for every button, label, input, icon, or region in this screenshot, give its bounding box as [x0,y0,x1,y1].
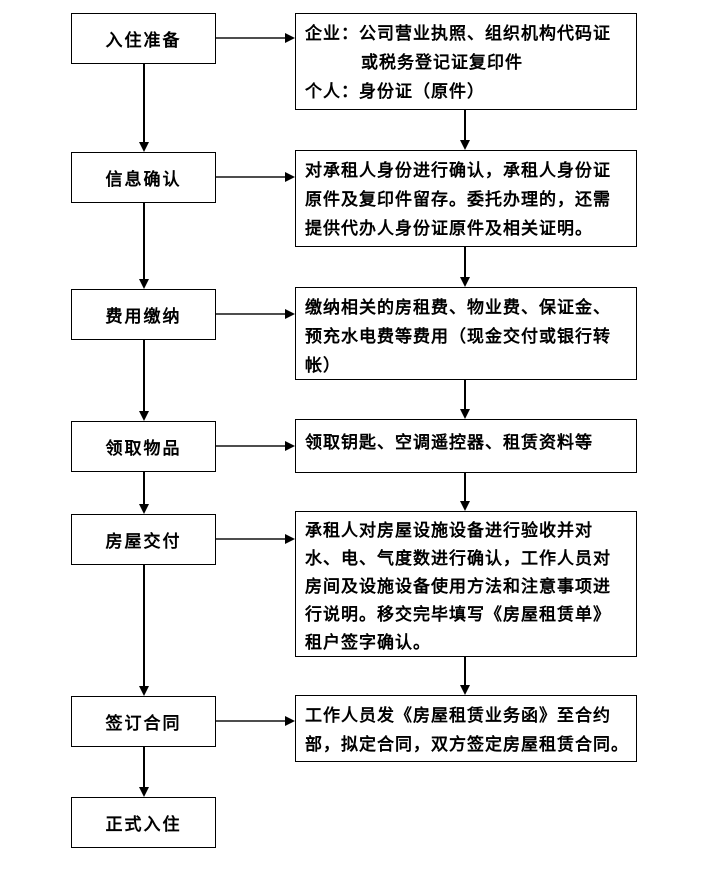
step-box-sign-contract: 签订合同 [71,696,216,747]
step-label: 签订合同 [105,714,182,733]
arrow-down-icon [139,787,149,797]
arrow-right-icon [285,716,295,726]
detail-line: 帐） [305,356,341,375]
detail-box-house-handover: 承租人对房屋设施设备进行验收并对 水、电、气度数进行确认，工作人员对 房间及设施… [295,511,637,657]
detail-line: 部，拟定合同，双方签定房屋租赁合同。 [305,735,629,754]
step-box-collect-items: 领取物品 [71,421,216,472]
detail-box-fee-payment: 缴纳相关的房租费、物业费、保证金、 预充水电费等费用（现金交付或银行转 帐） [295,287,637,380]
arrow-right-shaft [216,720,286,722]
arrow-down-icon [460,501,470,511]
detail-line: 对承租人身份进行确认，承租人身份证 [305,161,611,180]
arrow-down-icon [460,277,470,287]
step-label: 正式入住 [105,815,182,834]
arrow-right-icon [285,534,295,544]
detail-line: 企业：公司营业执照、组织机构代码证 [305,24,611,43]
step-label: 信息确认 [105,170,182,189]
arrow-down-icon [139,279,149,289]
detail-line: 水、电、气度数进行确认，工作人员对 [305,549,611,568]
detail-line: 承租人对房屋设施设备进行验收并对 [305,521,593,540]
step-box-house-handover: 房屋交付 [71,514,216,565]
detail-line: 提供代办人身份证原件及相关证明。 [305,219,593,238]
arrow-down-shaft [464,247,466,277]
arrow-right-icon [285,33,295,43]
detail-line: 房间及设施设备使用方法和注意事项进 [305,577,611,596]
detail-line: 缴纳相关的房租费、物业费、保证金、 [305,298,611,317]
arrow-down-shaft [143,340,145,411]
detail-box-sign-contract: 工作人员发《房屋租赁业务函》至合约 部，拟定合同，双方签定房屋租赁合同。 [295,695,637,762]
arrow-down-shaft [464,110,466,140]
step-label: 入住准备 [105,31,182,50]
detail-line: 租户签字确认。 [305,633,431,652]
step-box-fee-payment: 费用缴纳 [71,289,216,340]
arrow-down-shaft [143,64,145,142]
detail-line: 个人：身份证（原件） [305,82,485,101]
arrow-right-icon [285,309,295,319]
arrow-down-shaft [143,565,145,686]
arrow-down-icon [139,686,149,696]
arrow-right-shaft [216,37,286,39]
arrow-down-icon [460,140,470,150]
detail-box-information-confirmation: 对承租人身份进行确认，承租人身份证 原件及复印件留存。委托办理的，还需 提供代办… [295,150,637,247]
arrow-right-icon [285,441,295,451]
step-label: 费用缴纳 [105,307,182,326]
step-label: 领取物品 [105,439,182,458]
detail-box-move-in-preparation: 企业：公司营业执照、组织机构代码证 或税务登记证复印件 个人：身份证（原件） [295,13,637,110]
arrow-down-shaft [143,472,145,504]
arrow-right-shaft [216,313,286,315]
detail-line: 原件及复印件留存。委托办理的，还需 [305,190,611,209]
detail-line: 行说明。移交完毕填写《房屋租赁单》 [305,605,611,624]
arrow-right-icon [285,172,295,182]
arrow-down-shaft [143,747,145,787]
detail-box-collect-items: 领取钥匙、空调遥控器、租赁资料等 [295,419,637,473]
arrow-down-shaft [464,657,466,685]
detail-line: 预充水电费等费用（现金交付或银行转 [305,327,611,346]
arrow-down-shaft [464,473,466,501]
arrow-right-shaft [216,176,286,178]
arrow-down-icon [460,409,470,419]
arrow-right-shaft [216,445,286,447]
arrow-down-shaft [464,380,466,409]
arrow-down-icon [139,504,149,514]
arrow-down-icon [139,142,149,152]
detail-line: 工作人员发《房屋租赁业务函》至合约 [305,706,611,725]
step-label: 房屋交付 [105,532,182,551]
step-box-official-move-in: 正式入住 [71,797,216,848]
arrow-right-shaft [216,538,286,540]
detail-line: 领取钥匙、空调遥控器、租赁资料等 [305,433,593,452]
arrow-down-shaft [143,203,145,279]
arrow-down-icon [139,411,149,421]
detail-line: 或税务登记证复印件 [361,53,523,72]
step-box-move-in-preparation: 入住准备 [71,13,216,64]
step-box-information-confirmation: 信息确认 [71,152,216,203]
arrow-down-icon [460,685,470,695]
